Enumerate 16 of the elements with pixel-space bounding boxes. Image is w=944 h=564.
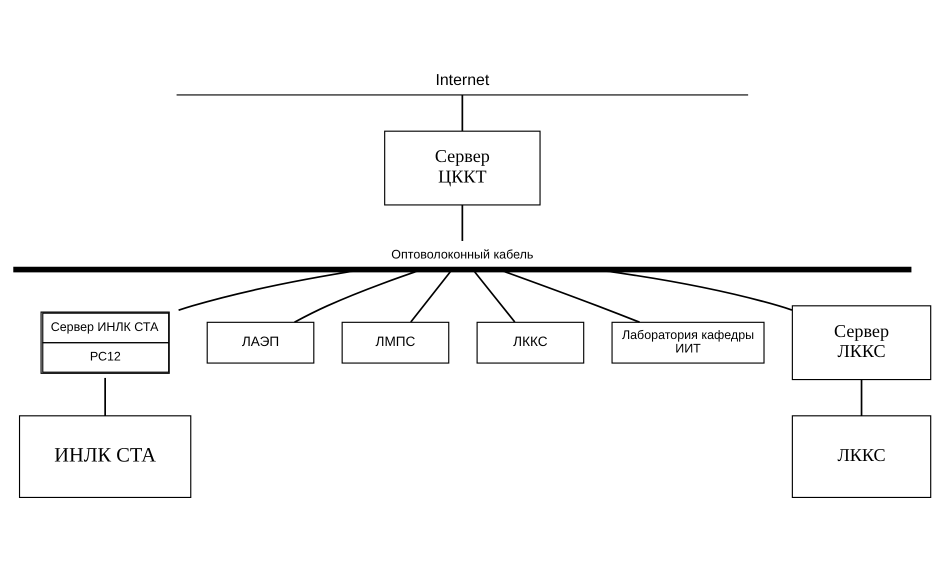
node-box: Лаборатория кафедры ИИТ (611, 322, 765, 364)
node-box: Сервер ЦККТ (384, 130, 541, 206)
connector (462, 95, 464, 131)
connector (410, 269, 453, 323)
node-box: ЛАЭП (206, 322, 314, 364)
node-box: Сервер ЛККС (792, 305, 932, 380)
connector (472, 269, 516, 323)
node-box: ЛККС (792, 415, 932, 498)
node-box: ЛККС (476, 322, 584, 364)
connector (860, 380, 862, 416)
node-box: ЛМПС (342, 322, 450, 364)
connector (104, 378, 106, 416)
node-text: Оптоволоконный кабель (391, 248, 534, 262)
node-box: ИНЛК СТА (18, 415, 192, 498)
node-text: Internet (435, 72, 490, 89)
connector (462, 205, 464, 241)
